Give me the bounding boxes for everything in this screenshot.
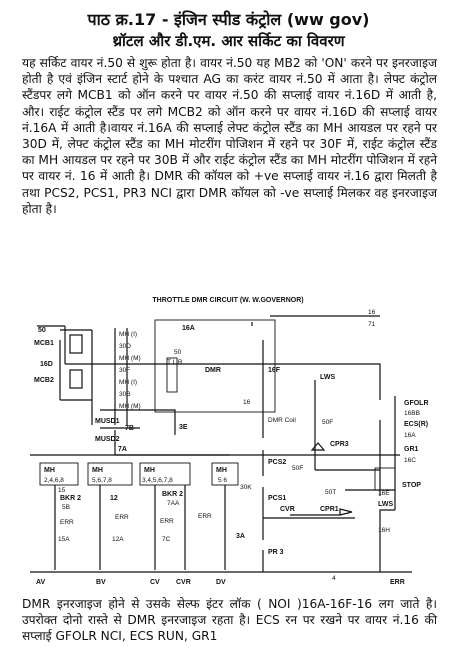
diagram-label-w50f: 50F [322, 419, 333, 426]
diagram-label-cpr3: CPR3 [330, 441, 349, 448]
diagram-label-dmr_coil: DMR Coil [268, 417, 296, 424]
diagram-label-ecsr: ECS(R) [404, 421, 428, 428]
diagram-label-cpr1: CPR1 [320, 506, 339, 513]
diagram-label-w16d: 16D [40, 361, 53, 368]
diagram-label-mh2: MH [92, 467, 103, 474]
diagram-label-mh_i1: MH (I) [119, 331, 137, 338]
diagram-label-w4: 4 [332, 575, 336, 582]
diagram-label-w7aa: 7AA [167, 500, 180, 507]
diagram-label-lws1: LWS [320, 374, 335, 381]
diagram-label-stop: STOP [402, 482, 421, 489]
diagram-label-w12: 12 [110, 495, 118, 502]
diagram-label-w16r: 16 [243, 399, 251, 406]
diagram-label-w16c: 16C [404, 457, 416, 464]
diagram-label-w50t: 50T [325, 489, 336, 496]
diagram-label-mcb2: MCB2 [34, 377, 54, 384]
diagram-label-w30d: 30D [119, 343, 131, 350]
diagram-label-w30f: 30F [119, 367, 130, 374]
diagram-label-mh_m1: MH (M) [119, 355, 141, 362]
diagram-label-mh_i2: MH (I) [119, 379, 137, 386]
diagram-label-mh2n: 5,6,7,8 [92, 477, 112, 484]
intro-paragraph: यह सर्किट वायर नं.50 से शुरू होता है। वा… [22, 56, 437, 216]
diagram-label-lws2: LWS [378, 501, 393, 508]
diagram-label-pr3: PR 3 [268, 549, 284, 556]
diagram-label-w16a2: 16A [404, 432, 416, 439]
diagram-label-w16a: 16A [182, 325, 195, 332]
diagram-label-w71: 71 [368, 321, 376, 328]
page-subtitle: थ्रॉटल और डी.एम. आर सर्किट का विवरण [112, 32, 345, 50]
diagram-label-w7c: 7C [162, 536, 171, 543]
diagram-label-mh4: MH [216, 467, 227, 474]
diagram-label-w16e: 16E [378, 490, 390, 497]
diagram-label-mh_m2: MH (M) [119, 403, 141, 410]
throttle-dmr-circuit-diagram: THROTTLE DMR CIRCUIT (W. W.GOVERNOR) 50 … [30, 297, 429, 586]
diagram-wiring [30, 315, 412, 573]
diagram-label-w50f2: 50F [292, 465, 303, 472]
closing-paragraph: DMR इनरजाइज होने से उसके सेल्फ इंटर लॉक … [22, 597, 437, 644]
diagram-label-mh1: MH [44, 467, 55, 474]
diagram-label-mcb1: MCB1 [34, 340, 54, 347]
diagram-label-w7b: 7B [125, 425, 134, 432]
diagram-label-cvr2: CVR [176, 579, 191, 586]
diagram-label-mh3: MH [144, 467, 155, 474]
diagram-label-cvr: CVR [280, 506, 295, 513]
diagram-label-gfolr: GFOLR [404, 400, 429, 407]
diagram-label-w50: 50 [38, 327, 46, 334]
diagram-label-tlr: T L R [167, 359, 183, 366]
diagram-label-w50b: 50 [174, 349, 182, 356]
diagram-label-w30k: 30K [240, 484, 252, 491]
diagram-label-musd2: MUSD2 [95, 436, 120, 443]
diagram-label-w16top: 16 [368, 309, 376, 316]
diagram-label-bkr2a: BKR 2 [60, 495, 81, 502]
diagram-label-dv: DV [216, 579, 226, 586]
diagram-label-w3e: 3E [179, 424, 188, 431]
page-title: पाठ क्र.17 - इंजिन स्पीड कंट्रोल (ww gov… [87, 10, 370, 29]
diagram-label-w5b: 5B [62, 504, 70, 511]
diagram-label-w16f: 16F [268, 367, 281, 374]
diagram-label-bkr2b: BKR 2 [162, 491, 183, 498]
diagram-label-bv: BV [96, 579, 106, 586]
diagram-label-err3: ERR [160, 518, 174, 525]
diagram-label-musd1: MUSD1 [95, 418, 120, 425]
diagram-label-gr1: GR1 [404, 446, 419, 453]
diagram-label-pcs2: PCS2 [268, 459, 286, 466]
diagram-label-w7a: 7A [118, 446, 127, 453]
diagram-label-w12a: 12A [112, 536, 124, 543]
diagram-label-err4: ERR [198, 513, 212, 520]
diagram-label-mh1n: 2,4,6,8 [44, 477, 64, 484]
diagram-label-err_bottom: ERR [390, 579, 405, 586]
diagram-label-err2: ERR [115, 514, 129, 521]
diagram-label-cv: CV [150, 579, 160, 586]
diagram-label-w15a: 15A [58, 536, 70, 543]
diagram-label-w3a: 3A [236, 533, 245, 540]
diagram-label-err1: ERR [60, 519, 74, 526]
diagram-label-mh3n: 3,4,5,6,7,8 [142, 477, 173, 484]
diagram-label-mh4n: 5 6 [218, 477, 227, 484]
diagram-label-w16h: 16H [378, 527, 390, 534]
diagram-title: THROTTLE DMR CIRCUIT (W. W.GOVERNOR) [152, 297, 303, 304]
diagram-label-pcs1: PCS1 [268, 495, 286, 502]
diagram-label-w16bb: 16BB [404, 410, 420, 417]
diagram-label-w15: 15 [58, 487, 66, 494]
diagram-label-av: AV [36, 579, 46, 586]
diagram-label-dmr: DMR [205, 367, 221, 374]
diagram-label-w30b: 30B [119, 391, 131, 398]
